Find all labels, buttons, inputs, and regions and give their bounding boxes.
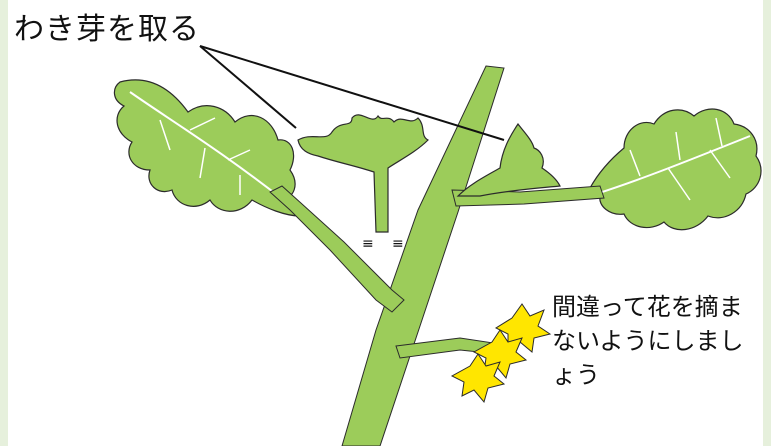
svg-text:≡: ≡ <box>362 236 374 252</box>
pointer-lines <box>199 45 505 141</box>
left-leaf <box>113 79 302 217</box>
caution-line-1: 間違って花を摘ま <box>552 293 743 321</box>
axil-sucker <box>456 122 561 197</box>
main-stem <box>341 65 505 446</box>
page-title: わき芽を取る <box>14 12 200 47</box>
right-leaf <box>589 108 762 231</box>
tomato-flowers <box>450 303 552 404</box>
left-branch <box>269 185 405 313</box>
right-branch <box>451 185 605 207</box>
svg-text:≡: ≡ <box>392 236 404 252</box>
caution-note: 間違って花を摘ま ないようにしまし ょう <box>552 290 767 392</box>
caution-line-2: ないようにしまし <box>552 327 744 355</box>
removed-side-shoot: ≡ ≡ <box>297 114 430 252</box>
caution-line-3: ょう <box>552 361 600 389</box>
